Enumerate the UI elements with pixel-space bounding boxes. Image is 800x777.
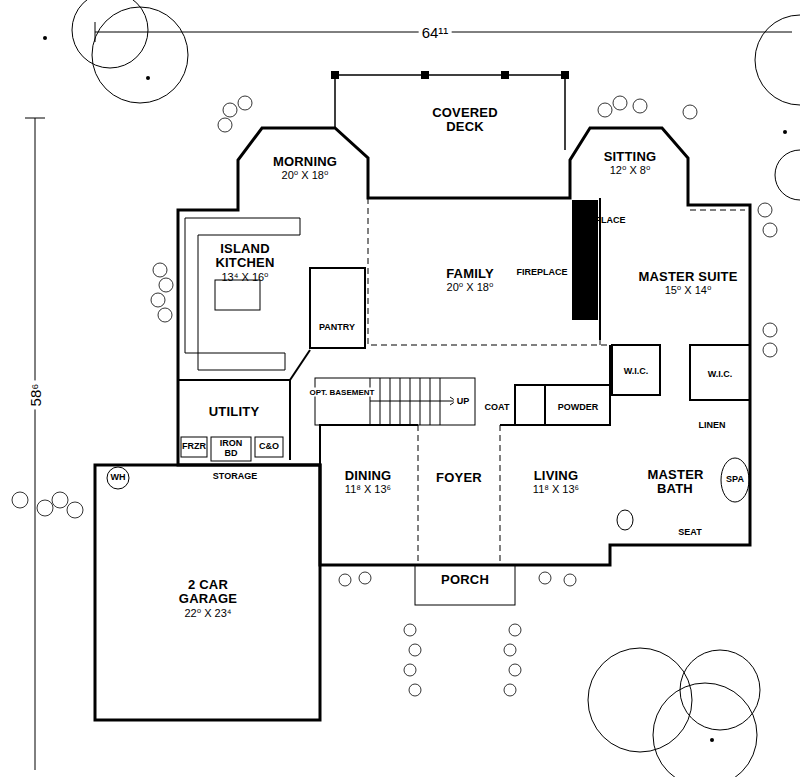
- room-label: LIVING11⁸ X 13⁶: [533, 469, 579, 495]
- room-name: W.I.C.: [708, 370, 733, 380]
- room-label: ISLAND KITCHEN13⁴ X 16⁰: [210, 242, 280, 283]
- room-name: C&O: [259, 442, 279, 452]
- room-name: COVERED DECK: [430, 106, 500, 135]
- room-dimension: 20⁰ X 18⁰: [446, 281, 494, 293]
- room-name: ISLAND KITCHEN: [210, 242, 280, 271]
- room-label: COVERED DECK: [430, 106, 500, 135]
- overall-dimension: 64¹¹: [419, 24, 452, 41]
- room-label: IRON BD: [216, 439, 246, 459]
- room-name: POWDER: [558, 403, 599, 413]
- plan-note: LINEN: [699, 420, 726, 430]
- room-name: SPA: [726, 475, 744, 485]
- room-label: POWDER: [558, 403, 599, 413]
- room-label: MASTER BATH: [648, 468, 703, 497]
- room-name: FRZR: [182, 442, 206, 452]
- room-label: FOYER: [436, 471, 482, 485]
- room-name: MASTER BATH: [648, 468, 703, 497]
- room-label: W.I.C.: [624, 367, 649, 377]
- room-label: COAT: [485, 403, 510, 413]
- room-label: DINING11⁸ X 13⁶: [345, 469, 392, 495]
- room-name: PANTRY: [319, 323, 355, 333]
- room-name: IRON BD: [216, 439, 246, 459]
- room-dimension: 11⁸ X 13⁶: [345, 483, 392, 495]
- room-name: 2 CAR GARAGE: [168, 578, 248, 607]
- room-name: W.I.C.: [624, 367, 649, 377]
- room-name: FOYER: [436, 471, 482, 485]
- room-label: SITTING12⁰ X 8⁰: [604, 150, 657, 176]
- room-name: SITTING: [604, 150, 657, 164]
- room-dimension: 13⁴ X 16⁰: [210, 270, 280, 282]
- room-label: MASTER SUITE15⁰ X 14⁰: [638, 270, 737, 296]
- room-dimension: 20⁰ X 18⁰: [273, 169, 337, 181]
- room-label: W.I.C.: [708, 370, 733, 380]
- room-label: SPA: [726, 475, 744, 485]
- room-label: C&O: [259, 442, 279, 452]
- room-dimension: 22⁰ X 23⁴: [168, 606, 248, 618]
- room-label: PORCH: [441, 573, 489, 587]
- room-name: FAMILY: [446, 267, 494, 281]
- room-label: FRZR: [182, 442, 206, 452]
- plan-note: SEAT: [678, 527, 701, 537]
- room-name: COAT: [485, 403, 510, 413]
- plan-note: FIREPLACE: [574, 215, 625, 225]
- plan-note: OPT. BASEMENT: [307, 388, 378, 397]
- room-label: UTILITY: [209, 405, 260, 419]
- room-label: FAMILY20⁰ X 18⁰: [446, 267, 494, 293]
- room-label: WH: [111, 473, 126, 483]
- room-dimension: 15⁰ X 14⁰: [638, 284, 737, 296]
- plan-note: UP: [454, 396, 473, 406]
- room-label: MORNING20⁰ X 18⁰: [273, 155, 337, 181]
- overall-dimension: 58⁶: [27, 381, 44, 410]
- room-name: MASTER SUITE: [638, 270, 737, 284]
- room-name: PORCH: [441, 573, 489, 587]
- room-label: PANTRY: [319, 323, 355, 333]
- room-name: WH: [111, 473, 126, 483]
- room-dimension: 12⁰ X 8⁰: [604, 164, 657, 176]
- plan-note: STORAGE: [213, 471, 257, 481]
- room-name: DINING: [345, 469, 392, 483]
- room-name: MORNING: [273, 155, 337, 169]
- room-name: LIVING: [533, 469, 579, 483]
- room-label: 2 CAR GARAGE22⁰ X 23⁴: [168, 578, 248, 619]
- plan-note: FIREPLACE: [516, 267, 567, 277]
- room-name: UTILITY: [209, 405, 260, 419]
- room-dimension: 11⁸ X 13⁶: [533, 483, 579, 495]
